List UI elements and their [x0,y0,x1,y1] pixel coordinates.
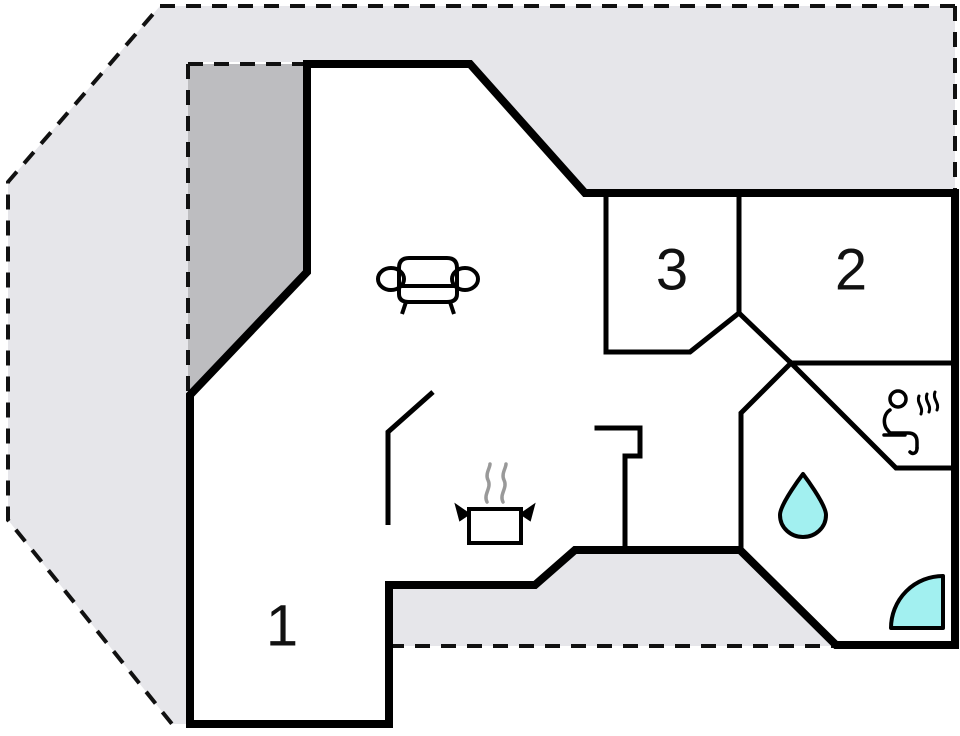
room-number-3: 3 [656,237,688,302]
shower-corner-icon [889,574,945,630]
terrace-fill-upper [8,6,955,724]
wall-junction-to-hall [735,309,795,367]
water-drop-icon [778,472,828,539]
cooking-pot-icon [454,462,536,545]
interior-walls [594,192,958,553]
wall-kitchen-partial [594,425,643,552]
plot-terrace-area [8,6,955,724]
building-interior-fill [190,64,955,724]
stairs-icon [385,390,435,525]
sofa-icon [376,256,480,315]
room-number-1: 1 [266,593,298,658]
wall-hall-left [738,359,795,553]
wall-sauna-diagonal [787,359,958,471]
terrace-fill-lower [389,550,836,646]
shaded-covered-area [188,64,307,395]
building-exterior-wall [186,60,959,728]
plot-boundary-dashed [6,4,957,726]
wall-room3-bottom [603,309,743,355]
sauna-icon [882,389,940,456]
room-number-2: 2 [835,237,867,302]
